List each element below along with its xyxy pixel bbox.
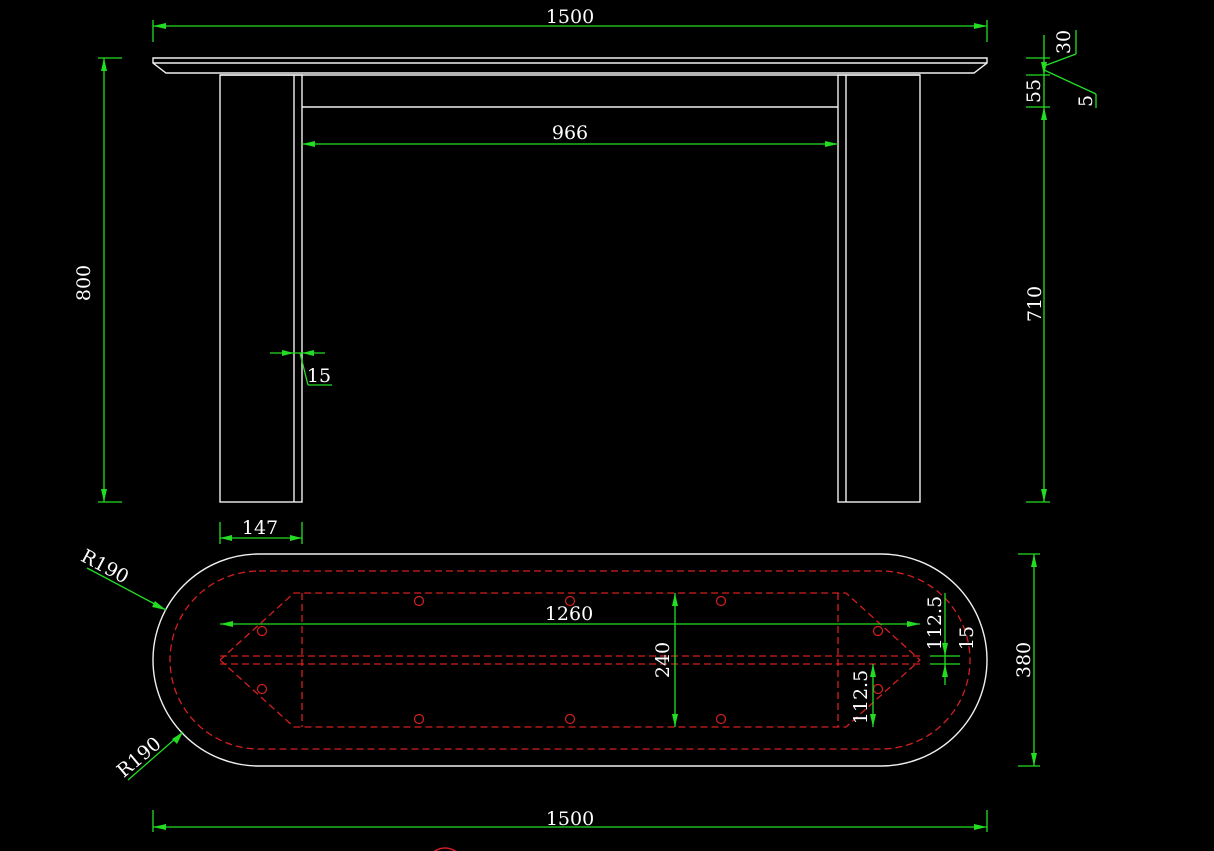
- dim-panel-thickness-label: 15: [307, 365, 331, 387]
- dim-leg-height: 710: [1024, 35, 1050, 503]
- plan-fixing-holes: [256, 595, 884, 725]
- plan-frame-outline: [219, 592, 921, 728]
- dim-plan-depth-label: 380: [1013, 642, 1035, 678]
- dim-apron-height: 55: [1023, 79, 1045, 103]
- dim-frame-length: 1260: [220, 603, 920, 627]
- plan-top-outline: [152, 553, 988, 767]
- dim-total-height-label: 800: [73, 265, 95, 301]
- dim-top-thickness-label: 30: [1053, 30, 1075, 54]
- dim-frame-width: 240: [652, 593, 678, 727]
- dim-leg-width: 147: [219, 517, 303, 544]
- dim-inner-span-label: 966: [552, 122, 588, 144]
- plan-inner-offset: [169, 570, 971, 750]
- dim-top-edge-label: 5: [1075, 95, 1097, 107]
- dim-panel-thickness: 15: [270, 350, 332, 387]
- dim-frame-width-label: 240: [652, 642, 674, 678]
- dim-inner-span: 966: [302, 122, 838, 147]
- front-elevation: [152, 57, 988, 503]
- dim-top-edge: 5: [1043, 69, 1097, 108]
- dim-edge-offset: 15: [956, 626, 978, 650]
- dim-offset-upper-label: 112.5: [924, 596, 946, 650]
- dim-edge-offset-label: 15: [956, 626, 978, 650]
- dim-top-thickness: 30: [1043, 30, 1077, 67]
- dim-offset-upper: 112.5: [924, 593, 960, 685]
- dim-offset-lower: 112.5: [850, 664, 876, 727]
- dim-elevation-width: 1500: [152, 6, 988, 42]
- dim-frame-length-label: 1260: [545, 603, 593, 625]
- dim-leg-width-label: 147: [242, 517, 278, 539]
- dim-leg-height-label: 710: [1024, 286, 1046, 322]
- section-marker: [433, 847, 457, 851]
- dim-offset-lower-label: 112.5: [850, 670, 872, 724]
- dim-apron-height-label: 55: [1023, 79, 1045, 103]
- dim-plan-width: 1500: [152, 808, 988, 832]
- dim-plan-depth: 380: [1013, 553, 1040, 767]
- plan-view: [152, 553, 988, 851]
- dim-plan-width-label: 1500: [546, 808, 594, 830]
- dim-total-height: 800: [73, 57, 122, 503]
- dim-elevation-width-label: 1500: [546, 6, 594, 28]
- right-leg: [837, 74, 921, 503]
- left-leg: [219, 74, 303, 503]
